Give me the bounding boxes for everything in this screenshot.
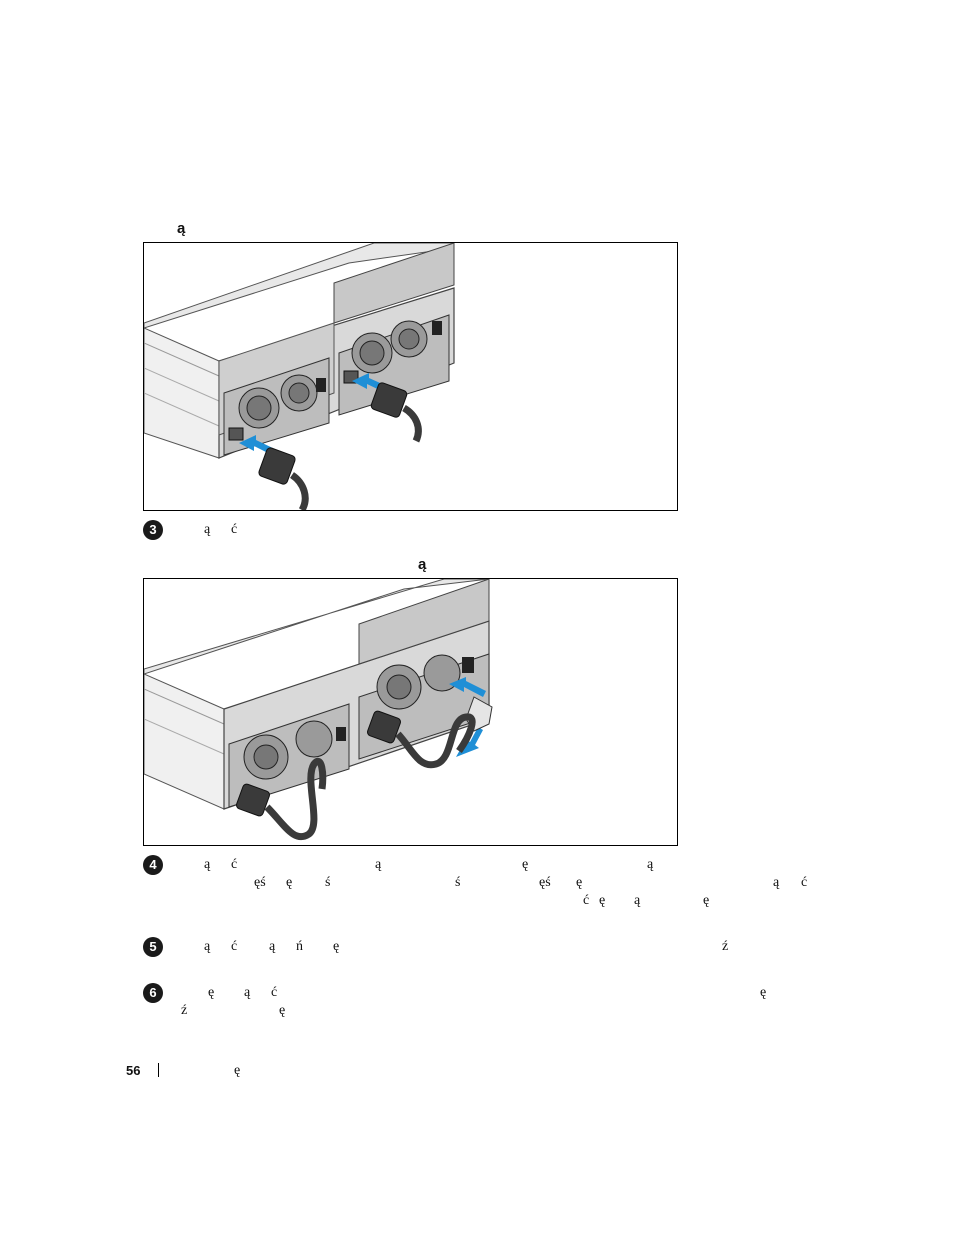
power-cable-left: [258, 447, 309, 510]
step-3-badge: 3: [143, 520, 163, 540]
step-3-text-glyph: ć: [231, 522, 238, 537]
step-4-text-glyph: ś: [455, 875, 461, 890]
step-4-text-glyph: ś: [325, 875, 331, 890]
step-5-text-glyph: ę: [333, 939, 340, 954]
step-4-text-glyph: ę: [576, 875, 583, 890]
step-5-text-glyph: ą: [269, 939, 276, 954]
power-cable-right: [370, 382, 422, 443]
psu-left: [223, 357, 330, 456]
step-6-text-glyph: ę: [208, 985, 215, 1000]
step-4-text-glyph: ę: [286, 875, 293, 890]
step-4-text-glyph: ą: [773, 875, 780, 890]
figure-1-title: ą: [177, 220, 186, 237]
figure-1-power-cable-connection: [143, 242, 678, 511]
step-4-text-glyph: ą: [647, 857, 654, 872]
step-6-text-glyph: ć: [271, 985, 278, 1000]
psu-left: [228, 703, 350, 808]
step-6-text-glyph: ź: [181, 1003, 188, 1018]
figure-2-title: ą: [418, 556, 427, 573]
step-5-text-glyph: ź: [722, 939, 729, 954]
power-cable-left: [236, 758, 327, 841]
psu-right: [338, 314, 450, 416]
step-6-text-glyph: ę: [279, 1003, 286, 1018]
footer-divider: [158, 1063, 159, 1077]
figure-2-illustration: [144, 579, 493, 841]
step-5-text-glyph: ć: [231, 939, 238, 954]
step-3-text-glyph: ą: [204, 522, 211, 537]
step-6-text-glyph: ą: [244, 985, 251, 1000]
footer-text-glyph: ę: [234, 1063, 241, 1078]
step-4-text-glyph: ą: [634, 893, 641, 908]
step-4-text-glyph: ęś: [254, 875, 266, 890]
figure-1-illustration: [144, 243, 455, 510]
step-4-text-glyph: ą: [204, 857, 211, 872]
step-5-text-glyph: ą: [204, 939, 211, 954]
step-4-text-glyph: ć: [231, 857, 238, 872]
step-4-text-glyph: ęś: [539, 875, 551, 890]
step-4-text-glyph: ć: [583, 893, 590, 908]
page-number: 56: [126, 1063, 141, 1078]
figure-2-cable-retention-clip: [143, 578, 678, 846]
step-4-text-glyph: ą: [375, 857, 382, 872]
step-4-text-glyph: ę: [599, 893, 606, 908]
step-4-badge: 4: [143, 855, 163, 875]
step-6-badge: 6: [143, 983, 163, 1003]
power-cable-right: [367, 710, 476, 769]
step-6-text-glyph: ę: [760, 985, 767, 1000]
step-5-badge: 5: [143, 937, 163, 957]
step-4-text-glyph: ć: [801, 875, 808, 890]
step-5-text-glyph: ń: [296, 939, 303, 954]
step-4-text-glyph: ę: [703, 893, 710, 908]
step-4-text-glyph: ę: [522, 857, 529, 872]
